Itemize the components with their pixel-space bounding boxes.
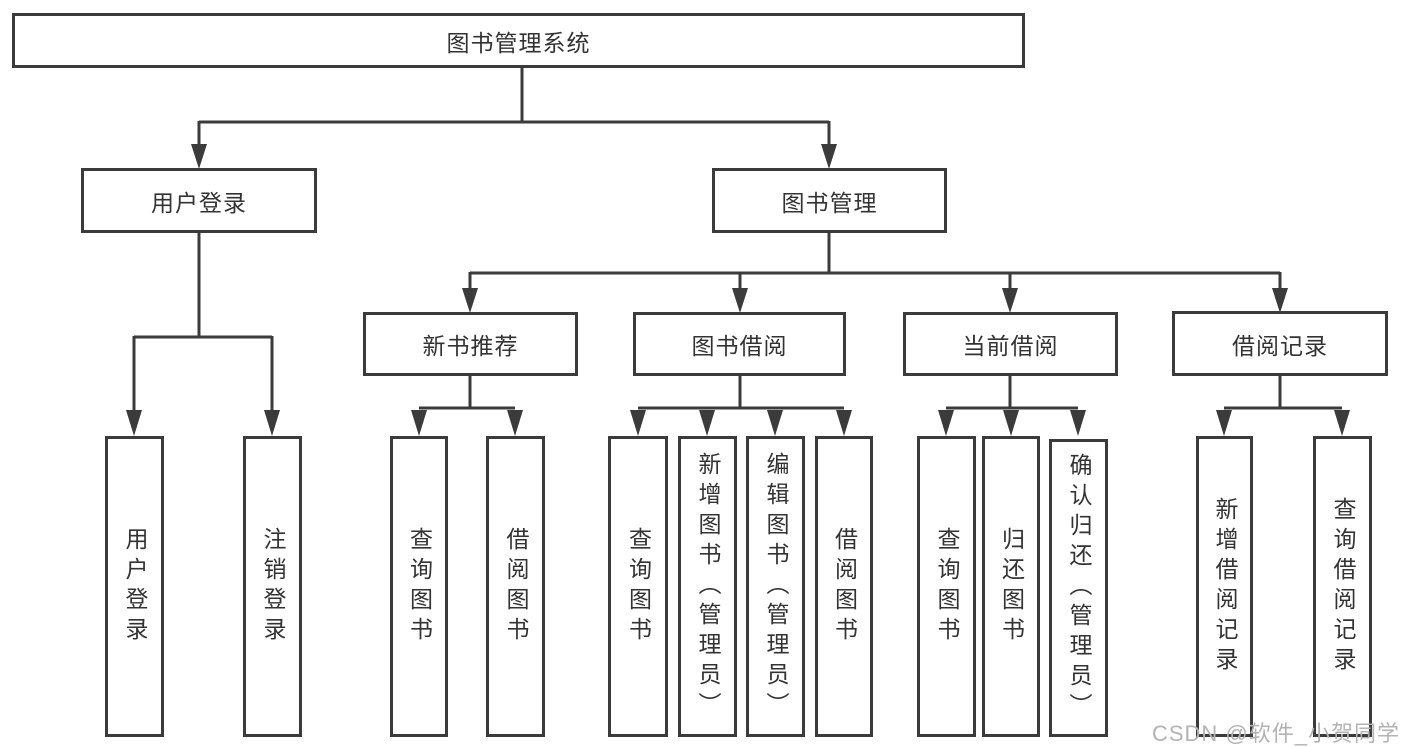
node-book-borrow: 图书借阅 xyxy=(633,312,846,376)
node-root: 图书管理系统 xyxy=(12,13,1025,68)
node-new-book-recommend: 新书推荐 xyxy=(363,312,578,376)
leaf-query-books-recommend: 查询图书 xyxy=(390,436,448,737)
node-borrow-records: 借阅记录 xyxy=(1172,311,1388,376)
leaf-query-borrow-record: 查询借阅记录 xyxy=(1313,436,1372,737)
leaf-borrow-books: 借阅图书 xyxy=(815,436,873,737)
arrowheads xyxy=(126,144,1350,436)
leaf-query-books-current: 查询图书 xyxy=(917,436,976,737)
node-current-borrow: 当前借阅 xyxy=(903,312,1118,376)
node-user-login: 用户登录 xyxy=(81,168,317,233)
watermark: CSDN @软件_小贺同学 xyxy=(1151,721,1400,746)
leaf-confirm-return-admin: 确认归还（管理员） xyxy=(1049,439,1108,737)
leaf-return-books: 归还图书 xyxy=(982,436,1040,737)
leaf-add-books-admin: 新增图书（管理员） xyxy=(678,436,737,737)
leaf-borrow-books-recommend: 借阅图书 xyxy=(486,436,545,737)
node-book-management: 图书管理 xyxy=(712,168,947,233)
leaf-edit-books-admin: 编辑图书（管理员） xyxy=(746,436,805,737)
leaf-query-books-borrow: 查询图书 xyxy=(608,436,668,737)
leaf-logout: 注销登录 xyxy=(243,436,302,737)
leaf-user-login: 用户登录 xyxy=(105,436,164,737)
leaf-add-borrow-record: 新增借阅记录 xyxy=(1196,436,1253,737)
